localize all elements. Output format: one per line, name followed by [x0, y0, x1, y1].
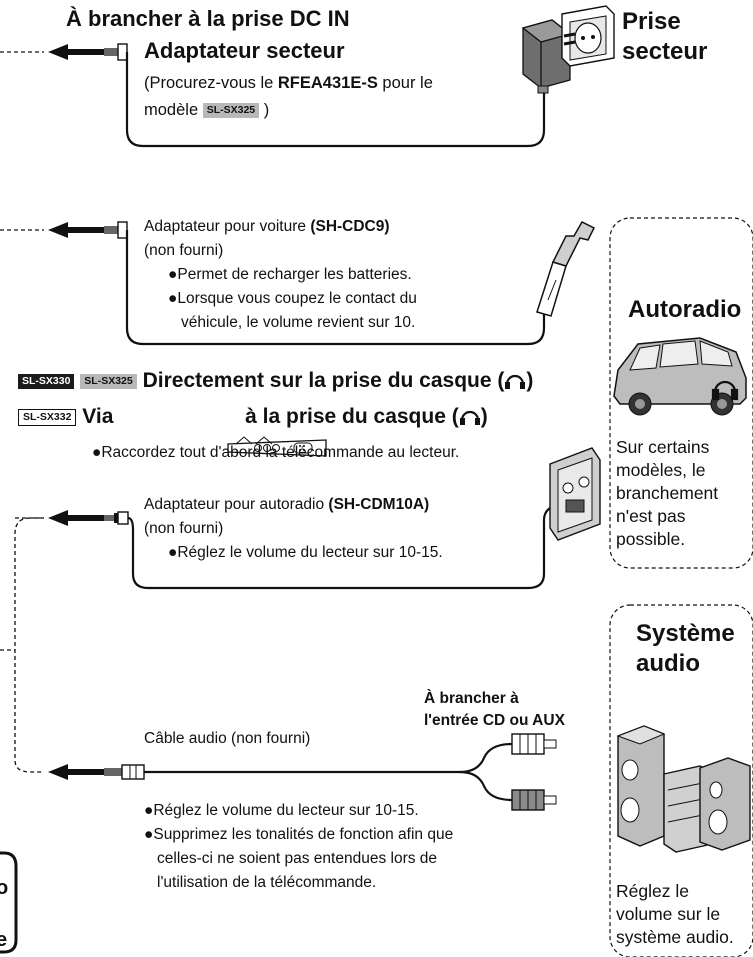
ac-adapter-note-line2: modèle SL-SX325 )	[144, 101, 270, 119]
autoradio-box	[609, 217, 753, 569]
headphone-icon-1	[711, 380, 739, 401]
audio-bullet-2-cont1: celles-ci ne soient pas entendues lors d…	[157, 850, 438, 867]
model-tag-sx325-b: SL-SX325	[80, 373, 137, 389]
car-adapter-label: Adaptateur pour voiture (SH-CDC9)	[144, 218, 390, 235]
mini-plug-icon	[104, 511, 129, 525]
ac-adapter-title: Adaptateur secteur	[144, 38, 345, 63]
car-bullet-2-cont: véhicule, le volume revient sur 10.	[181, 314, 416, 331]
audio-bullet-2: ●Supprimez les tonalités de fonction afi…	[144, 826, 454, 843]
model-tag-sx332: SL-SX332	[18, 408, 77, 426]
car-adapter-icon	[536, 221, 596, 317]
rca-plug-grey	[511, 789, 557, 811]
arrow-4	[48, 764, 104, 780]
outlet-label-2: secteur	[622, 38, 708, 65]
arrow-2	[48, 222, 104, 238]
autoradio-note: Sur certains modèles, le branchement n'e…	[616, 437, 719, 549]
connect-label-2: l'entrée CD ou AUX	[424, 712, 565, 729]
ac-adapter-note: (Procurez-vous le RFEA431E-S pour le	[144, 74, 433, 92]
remote-bullet: ●Raccordez tout d'abord la télécommande …	[92, 444, 460, 461]
edge-letter-e: e	[0, 929, 8, 951]
cassette-adapter-icon	[549, 447, 601, 541]
headphone-icon-2	[459, 405, 481, 428]
arrow-3	[48, 510, 104, 526]
audio-bullet-2-cont2: l'utilisation de la télécommande.	[157, 874, 377, 891]
cassette-adapter-label: Adaptateur pour autoradio (SH-CDM10A)	[144, 496, 430, 513]
headphone-icon	[504, 369, 526, 392]
audio-system-title-2: audio	[636, 650, 700, 677]
audio-system-box	[609, 604, 753, 957]
cassette-adapter-cable	[127, 503, 559, 590]
left-dashed-bracket	[14, 517, 44, 773]
car-bullet-1: ●Permet de recharger les batteries.	[168, 266, 412, 283]
autoradio-title: Autoradio	[628, 296, 742, 323]
stereo-system-icon	[616, 725, 751, 853]
car-icon	[613, 337, 747, 416]
cassette-not-supplied: (non fourni)	[144, 520, 224, 537]
outlet-label-1: Prise	[622, 8, 681, 35]
audio-plug-icon	[104, 764, 145, 780]
car-not-supplied: (non fourni)	[144, 242, 224, 259]
rca-plug-white	[511, 733, 557, 755]
model-tag-sx330: SL-SX330	[18, 373, 75, 389]
edge-partial-box	[0, 851, 18, 954]
model-tag-sx325: SL-SX325	[202, 103, 260, 119]
cassette-bullet: ●Réglez le volume du lecteur sur 10-15.	[168, 544, 443, 561]
dc-plug-icon	[104, 43, 128, 61]
car-bullet-2: ●Lorsque vous coupez le contact du	[168, 290, 417, 307]
edge-letter-o: o	[0, 877, 9, 899]
audio-system-note: Réglez le volume sur le système audio.	[616, 881, 734, 947]
via-remote-heading: SL-SX332 Via à la prise du casque ()	[18, 404, 488, 429]
arrow-1	[48, 44, 104, 60]
ac-adapter-icon	[521, 19, 572, 94]
audio-cable-label: Câble audio (non fourni)	[144, 730, 311, 747]
car-adapter-cable	[125, 230, 546, 346]
dc-plug-icon-2	[104, 221, 128, 239]
connect-label-1: À brancher à	[424, 690, 519, 707]
audio-system-title-1: Système	[636, 620, 735, 647]
audio-bullet-1: ●Réglez le volume du lecteur sur 10-15.	[144, 802, 419, 819]
wall-outlet-icon	[561, 5, 615, 67]
ac-adapter-cable	[125, 52, 546, 148]
dc-in-heading: À brancher à la prise DC IN	[66, 6, 350, 31]
remote-control-icon	[227, 436, 327, 457]
direct-headphone-heading: SL-SX330 SL-SX325 Directement sur la pri…	[18, 368, 533, 393]
